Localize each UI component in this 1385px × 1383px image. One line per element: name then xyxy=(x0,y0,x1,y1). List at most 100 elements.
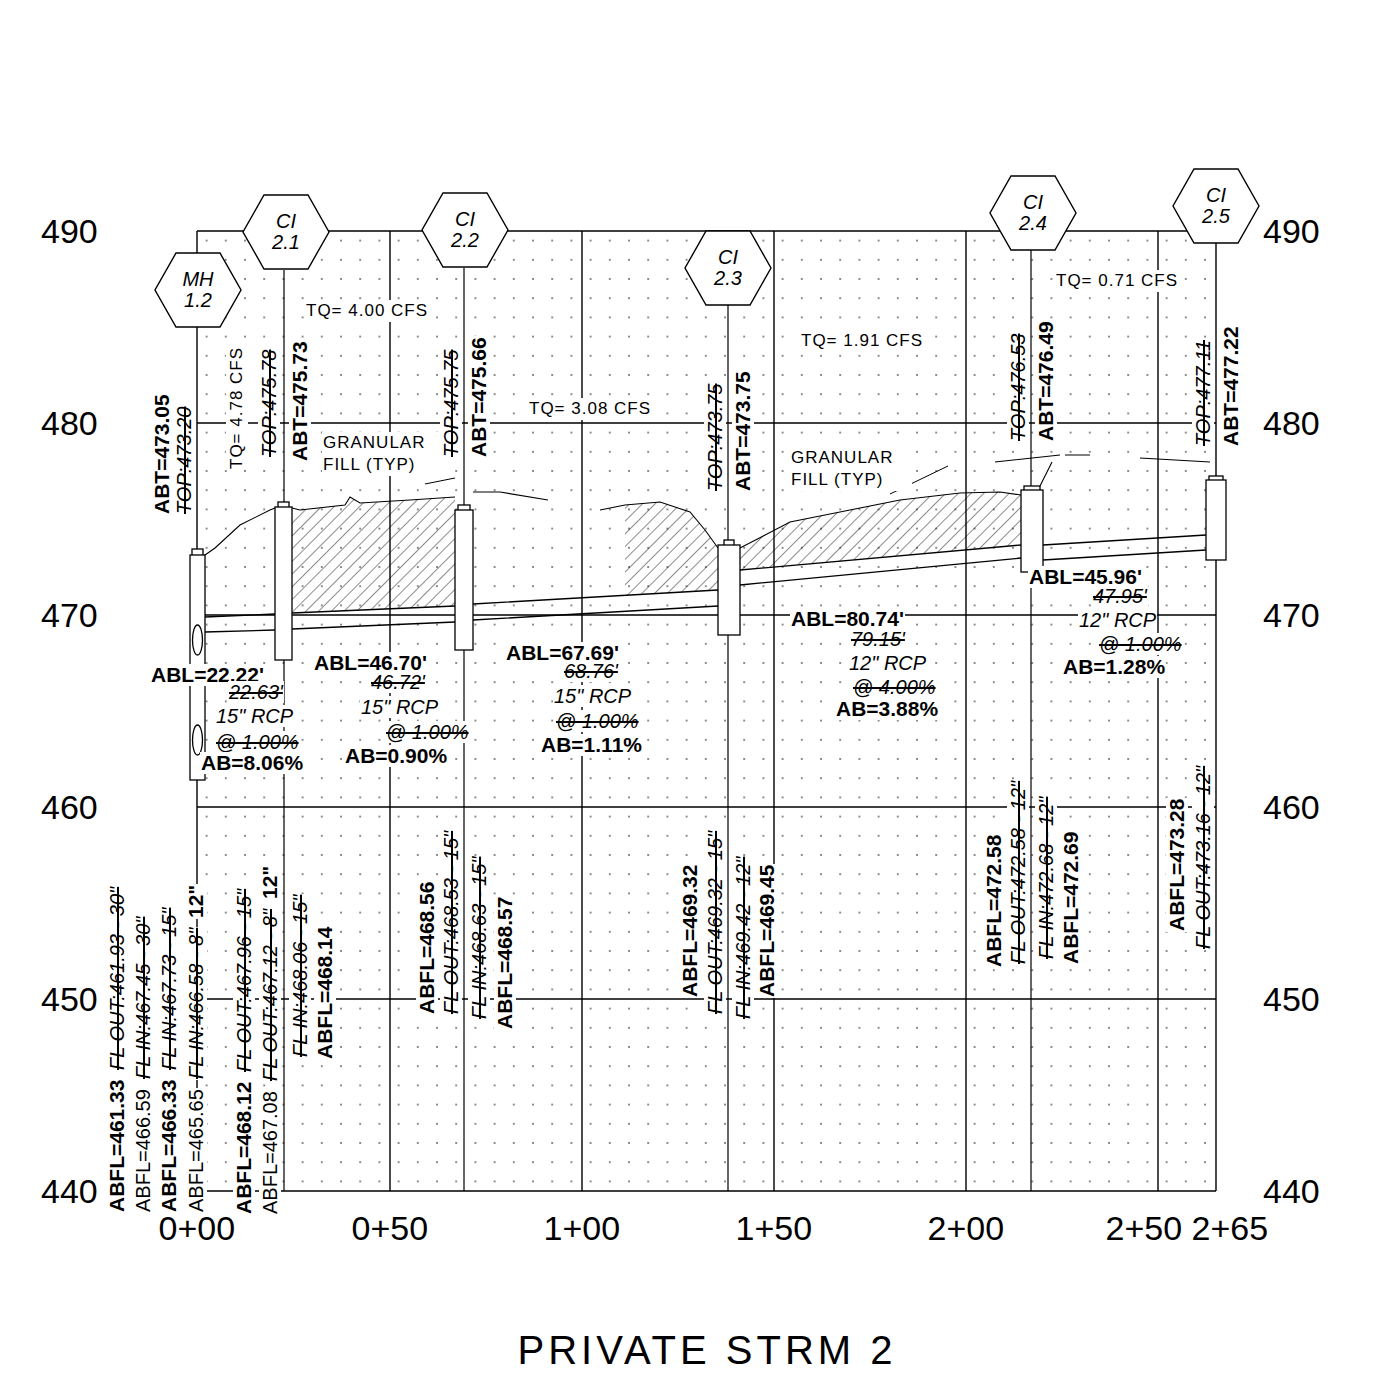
axis-label: 490 xyxy=(1262,213,1321,249)
elevation-label: @ 1.00% xyxy=(385,721,470,743)
elevation-label: FL OUT:469.32 - 15" xyxy=(704,830,726,1015)
elevation-label: ABFL=469.45 xyxy=(756,864,778,998)
elevation-label: ABL=80.74' xyxy=(790,608,905,630)
elevation-label: ABT=473.05 xyxy=(151,393,173,515)
axis-label: 2+65 xyxy=(1191,1210,1270,1246)
fill-note: GRANULAR FILL (TYP) xyxy=(322,432,444,476)
elevation-label: @ 1.00% xyxy=(555,710,640,732)
elevation-label: ABFL=468.12 xyxy=(233,1081,255,1215)
axis-label: 2+50 xyxy=(1105,1210,1184,1246)
elevation-label: ABFL=466.59 xyxy=(132,1088,154,1213)
elevation-label: ABFL=468.14 xyxy=(314,926,336,1060)
axis-label: 1+00 xyxy=(543,1210,622,1246)
grid-dots xyxy=(197,231,1216,1191)
elevation-label: TOP:476.53 xyxy=(1007,333,1029,442)
axis-label: 490 xyxy=(40,213,99,249)
elevation-label: 15" RCP xyxy=(215,705,294,727)
elevation-label: ABT=475.73 xyxy=(289,340,311,462)
flow-note: TQ= 1.91 CFS xyxy=(800,330,924,352)
elevation-label: FL IN:468.06 - 15" xyxy=(289,894,311,1058)
axis-label: 0+00 xyxy=(158,1210,237,1246)
elevation-label: ABFL=467.08 xyxy=(259,1090,281,1215)
structure-id: CI 2.1 xyxy=(264,211,308,253)
structure-tag: CI 2.1 xyxy=(242,194,330,270)
elevation-label: ABFL=466.33 xyxy=(158,1079,180,1213)
structure-tag: CI 2.5 xyxy=(1172,168,1260,244)
axis-label: 0+50 xyxy=(351,1210,430,1246)
elevation-label: ABFL=468.57 xyxy=(494,896,516,1030)
elevation-label: FL IN:467.45 - 30" xyxy=(132,916,154,1080)
axis-label: 440 xyxy=(40,1173,99,1209)
elevation-label: 12" RCP xyxy=(848,652,927,674)
elevation-label: @ 1.00% xyxy=(215,731,300,753)
structure-tag: CI 2.3 xyxy=(684,230,772,306)
elevation-label: FL OUT:468.53 - 15" xyxy=(440,830,462,1015)
elevation-label: 22.63' xyxy=(228,681,284,703)
elevation-label: AB=0.90% xyxy=(344,745,448,767)
drawing-title: PRIVATE STRM 2 xyxy=(518,1328,897,1373)
elevation-label: FL OUT:472.58 - 12" xyxy=(1007,780,1029,965)
elevation-label: TOP:473.75 xyxy=(704,383,726,492)
tag-text-wrap: CI 2.3 xyxy=(684,230,772,306)
elevation-label: 12" RCP xyxy=(1078,609,1157,631)
structure-tag: CI 2.4 xyxy=(989,175,1077,251)
axis-label: 470 xyxy=(40,597,99,633)
elevation-label: TOP:475.78 xyxy=(258,349,280,458)
elevation-label: FL IN:469.42 - 12" xyxy=(732,856,754,1020)
elevation-label: ABFL=465.65 xyxy=(185,1088,207,1213)
axis-label: 450 xyxy=(1262,981,1321,1017)
elevation-label: ABT=473.75 xyxy=(732,370,754,492)
elevation-label: FL OUT:467.12 - 8" xyxy=(259,908,281,1082)
structures xyxy=(190,476,1226,780)
elevation-label: ABT=477.22 xyxy=(1220,325,1242,447)
flow-note: TQ= 4.00 CFS xyxy=(305,300,429,322)
axis-label: 460 xyxy=(1262,789,1321,825)
elevation-label: AB=8.06% xyxy=(200,752,304,774)
axis-label: 470 xyxy=(1262,597,1321,633)
axis-label: 1+50 xyxy=(735,1210,814,1246)
elevation-label: ABFL=472.58 xyxy=(983,834,1005,968)
elevation-label: FL OUT:461.93 - 30" xyxy=(106,886,128,1071)
elevation-label: 15" RCP xyxy=(553,685,632,707)
elevation-label: FL IN:468.63 - 15" xyxy=(468,856,490,1020)
elevation-label: FL IN:472.68 - 12" xyxy=(1035,796,1057,960)
axis-label: 440 xyxy=(1262,1173,1321,1209)
elevation-label: ABFL=468.56 xyxy=(416,881,438,1015)
tag-text-wrap: CI 2.2 xyxy=(421,192,509,268)
elevation-label: ABT=475.66 xyxy=(468,336,490,458)
structure-id: MH 1.2 xyxy=(176,269,220,311)
elevation-label: TOP:473.20 xyxy=(173,406,195,515)
tag-text-wrap: CI 2.5 xyxy=(1172,168,1260,244)
elevation-label: ABFL=473.28 xyxy=(1166,798,1188,932)
axis-label: 480 xyxy=(1262,405,1321,441)
axis-label: 450 xyxy=(40,981,99,1017)
flow-note: TQ= 4.78 CFS xyxy=(226,346,248,470)
elevation-label: FL IN:467.73 - 15" xyxy=(158,907,180,1071)
fill-note: GRANULAR FILL (TYP) xyxy=(790,447,912,491)
axis-label: 2+00 xyxy=(927,1210,1006,1246)
granular-fill-hatch xyxy=(292,497,455,613)
structure-tag: CI 2.2 xyxy=(421,192,509,268)
flow-note: TQ= 3.08 CFS xyxy=(528,398,652,420)
axis-label: 460 xyxy=(40,789,99,825)
tag-text-wrap: CI 2.4 xyxy=(989,175,1077,251)
granular-fill-hatch xyxy=(625,502,718,596)
elevation-label: 15" RCP xyxy=(360,696,439,718)
elevation-label: 12" xyxy=(185,884,207,919)
pipe-lines xyxy=(205,535,1206,632)
elevation-label: @ 1.00% xyxy=(1098,633,1183,655)
structure-id: CI 2.5 xyxy=(1194,185,1238,227)
elevation-label: AB=1.28% xyxy=(1062,656,1166,678)
tag-text-wrap: MH 1.2 xyxy=(154,252,242,328)
grid-lines xyxy=(197,231,1216,1191)
elevation-label: ABT=476.49 xyxy=(1035,320,1057,442)
structure-id: CI 2.3 xyxy=(706,247,750,289)
elevation-label: AB=3.88% xyxy=(835,698,939,720)
elevation-label: 79.15' xyxy=(850,628,906,650)
elevation-label: FL OUT:473.16 - 12" xyxy=(1192,765,1214,950)
tag-text-wrap: CI 2.1 xyxy=(242,194,330,270)
elevation-label: AB=1.11% xyxy=(540,734,643,756)
elevation-label: 12" xyxy=(259,865,281,900)
elevation-label: @ 4.00% xyxy=(852,676,937,698)
structure-id: CI 2.4 xyxy=(1011,192,1055,234)
